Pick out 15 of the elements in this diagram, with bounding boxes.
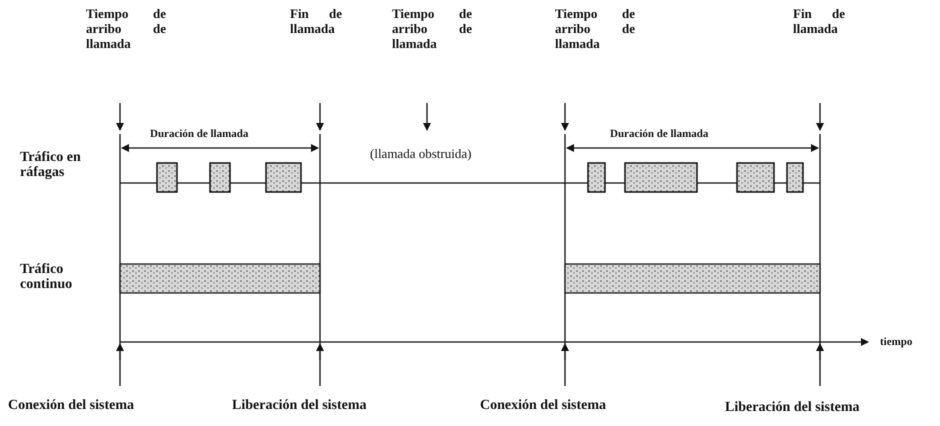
dimension-label: Duración de llamada [610, 127, 710, 142]
row-label: Tráfico continuo [20, 262, 74, 292]
event-label: Tiempo de arribo de llamada [392, 6, 472, 51]
event-label: Fin de llamada [793, 6, 845, 36]
event-label: Fin de llamada [290, 6, 342, 36]
event-label: Tiempo de arribo de llamada [86, 6, 166, 51]
note-label: (llamada obstruida) [370, 146, 472, 161]
dimension-label: Duración de llamada [150, 127, 250, 142]
event-label: Tiempo de arribo de llamada [555, 6, 635, 51]
row-label: Tráfico en ráfagas [20, 150, 82, 180]
event-label: Liberación del sistema [725, 400, 861, 415]
event-label: Conexión del sistema [480, 398, 607, 413]
event-label: Liberación del sistema [232, 398, 368, 413]
axis-label: tiempo [880, 335, 914, 350]
event-label: Conexión del sistema [8, 398, 135, 413]
